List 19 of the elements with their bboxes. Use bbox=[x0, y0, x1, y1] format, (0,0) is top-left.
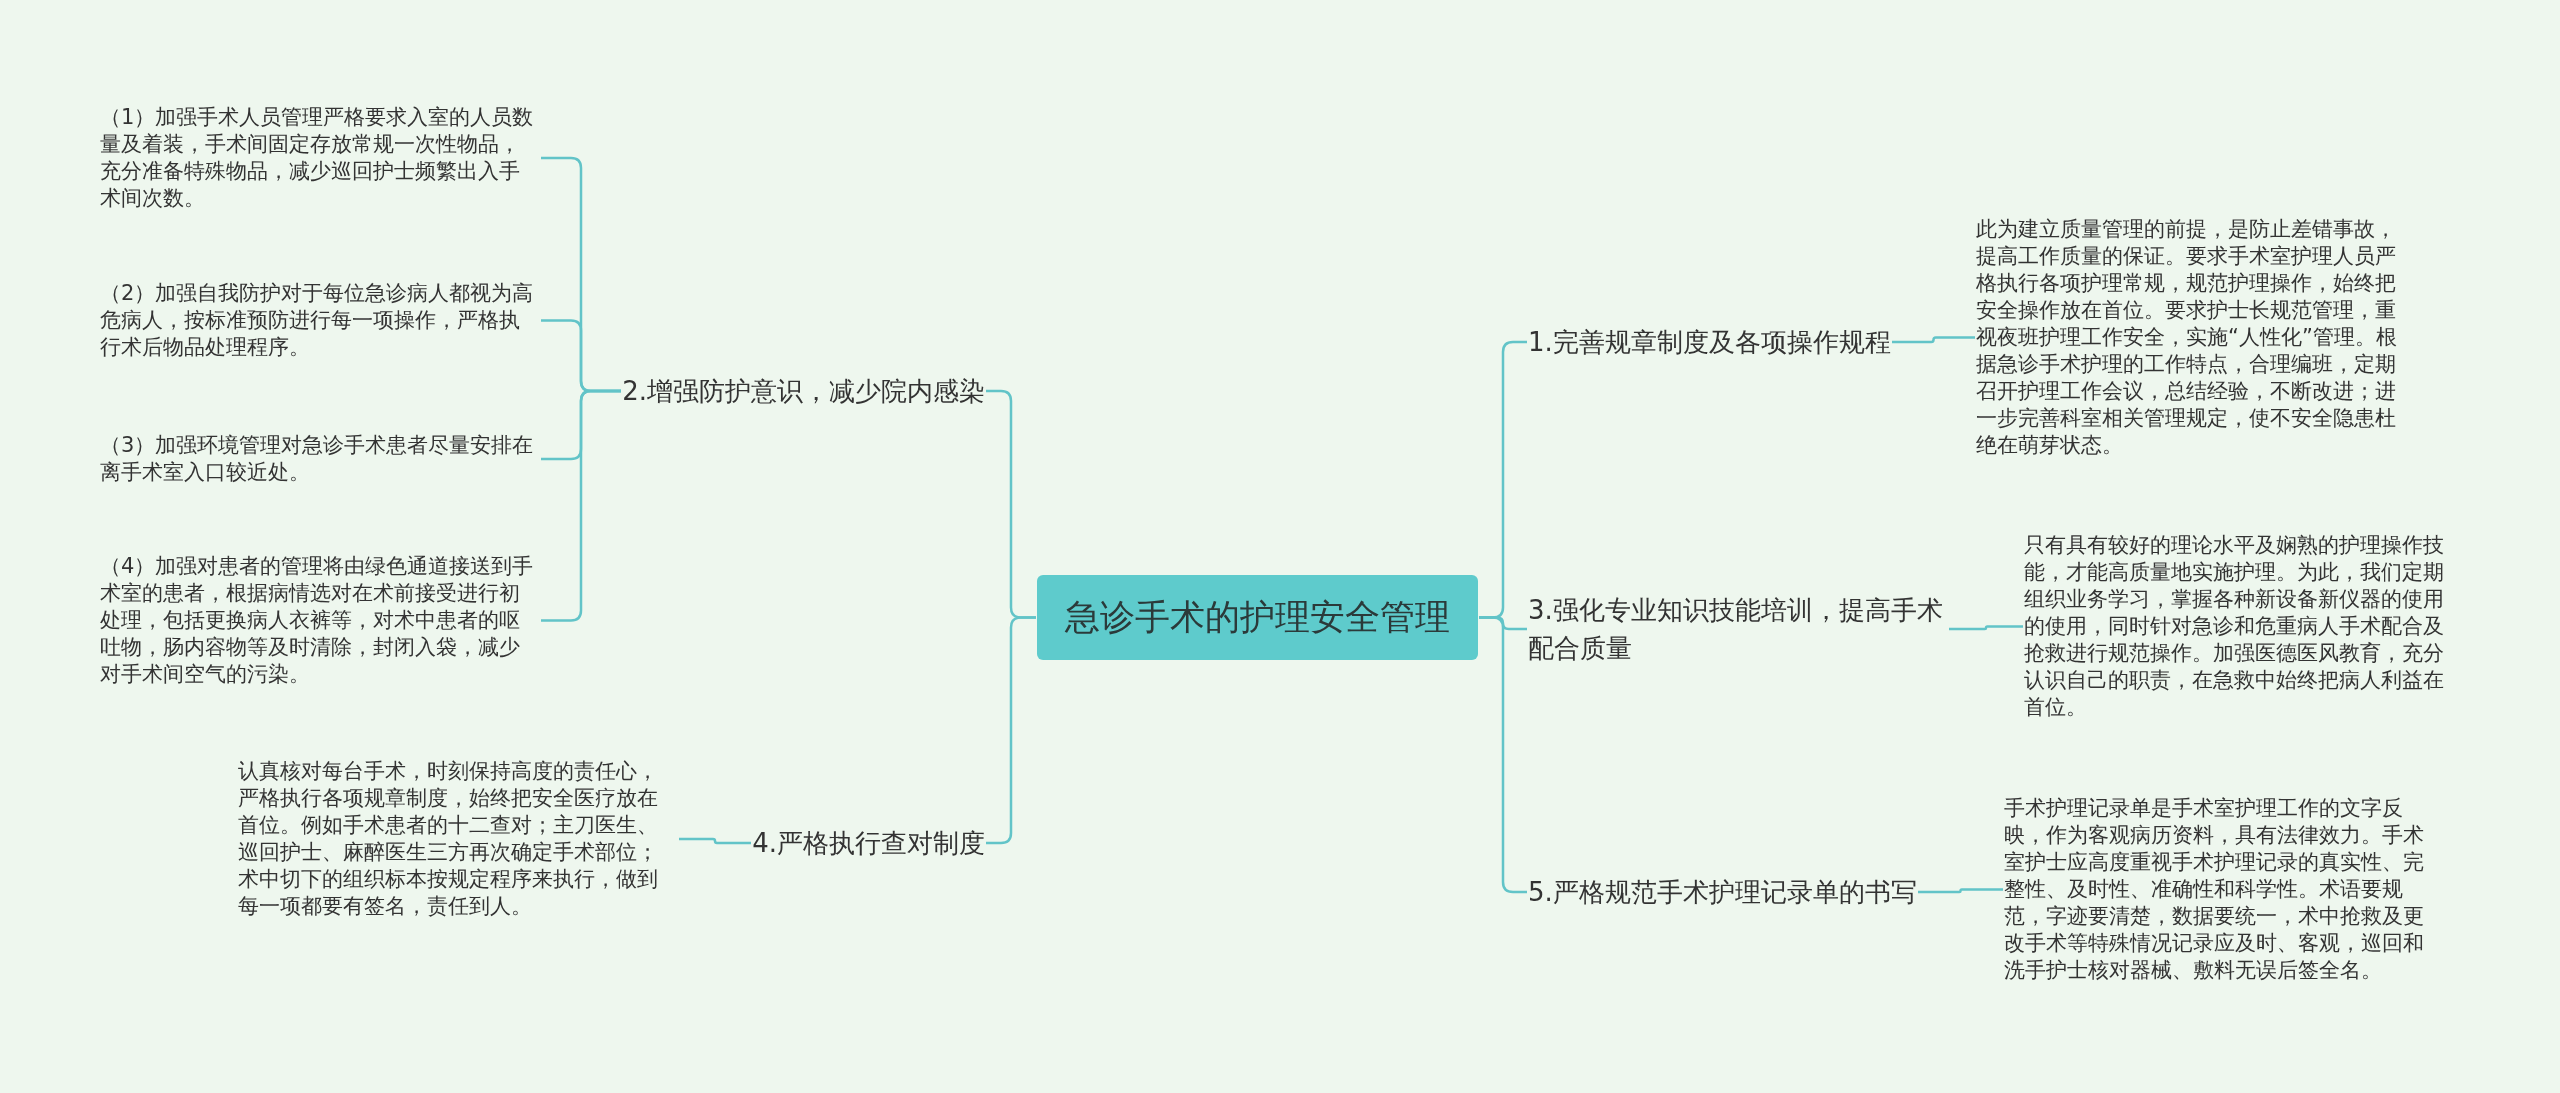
connector-line bbox=[679, 837, 751, 845]
connector-line bbox=[1949, 625, 2023, 631]
detail-text: （2）加强自我防护对于每位急诊病人都视为高危病人，按标准预防进行每一项操作，严格执行术后物品处理程序。 bbox=[100, 280, 540, 361]
detail-text: （4）加强对患者的管理将由绿色通道接送到手术室的患者，根据病情选对在术前接受进行初处理，包括更换病人衣裤等，对术中患者的呕吐物，肠内容物等及时清除，封闭入袋，减少对手术间空气的污染。 bbox=[100, 553, 540, 688]
detail-text: 手术护理记录单是手术室护理工作的文字反映，作为客观病历资料，具有法律效力。手术室护士应高度重视手术护理记录的真实性、完整性、及时性、准确性和科学性。术语要规范，字迹要清楚，数据要统一，术中抢救及更改手术等特殊情况记录应及时、客观，巡回和洗手护士核对器械、敷料无误后签全名。 bbox=[2004, 795, 2444, 984]
detail-text: （1）加强手术人员管理严格要求入室的人员数量及着装，手术间固定存放常规一次性物品，充分准备特殊物品，减少巡回护士频繁出入手术间次数。 bbox=[100, 104, 540, 212]
detail-text: 认真核对每台手术，时刻保持高度的责任心，严格执行各项规章制度，始终把安全医疗放在首位。例如手术患者的十二查对；主刀医生、巡回护士、麻醉医生三方再次确定手术部位；术中切下的组织标本按规定程序来执行，做到每一项都要有签名，责任到人。 bbox=[238, 758, 678, 920]
connector-line bbox=[1918, 888, 2003, 894]
detail-text: 只有具有较好的理论水平及娴熟的护理操作技能，才能高质量地实施护理。为此，我们定期组织业务学习，掌握各种新设备新仪器的使用的使用，同时针对急诊和危重病人手术配合及抢救进行规范操作。加强医德医风教育，充分认识自己的职责，在急救中始终把病人利益在首位。 bbox=[2024, 532, 2464, 721]
branch-topic: 3.强化专业知识技能培训，提高手术配合质量 bbox=[1528, 591, 1948, 667]
detail-text: 此为建立质量管理的前提，是防止差错事故，提高工作质量的保证。要求手术室护理人员严格执行各项护理常规，规范护理操作，始终把安全操作放在首位。要求护士长规范管理，重视夜班护理工作安全，实施“人性化”管理。根据急诊手术护理的工作特点，合理编班，定期召开护理工作会议，总结经验，不断改进；进一步完善科室相关管理规定，使不安全隐患杜绝在萌芽状态。 bbox=[1976, 216, 2416, 459]
connector-line bbox=[541, 389, 621, 622]
detail-text: （3）加强环境管理对急诊手术患者尽量安排在离手术室入口较近处。 bbox=[100, 432, 540, 486]
branch-topic: 1.完善规章制度及各项操作规程 bbox=[1528, 323, 1891, 361]
connector-line bbox=[1892, 336, 1975, 344]
central-topic-box: 急诊手术的护理安全管理 bbox=[1037, 575, 1478, 660]
branch-topic: 4.严格执行查对制度 bbox=[752, 824, 985, 862]
branch-topic: 5.严格规范手术护理记录单的书写 bbox=[1528, 873, 1917, 911]
branch-topic: 2.增强防护意识，减少院内感染 bbox=[622, 372, 985, 410]
